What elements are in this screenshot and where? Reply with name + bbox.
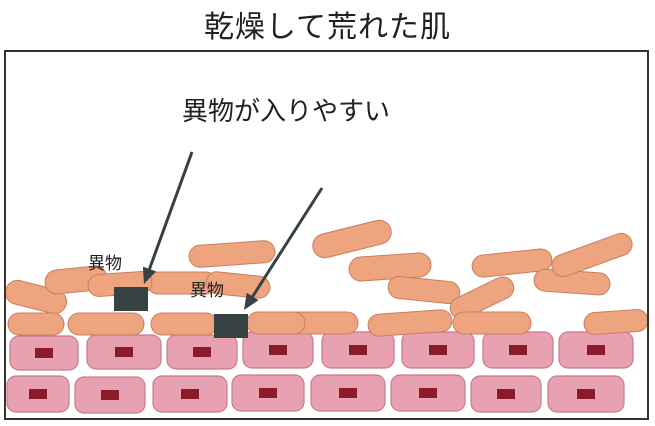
- arrows: [142, 151, 324, 310]
- arrow-2-shaft: [251, 187, 324, 298]
- dead-skin-cell: [348, 252, 432, 282]
- dead-skin-cell: [583, 309, 647, 335]
- cell-nucleus: [193, 347, 211, 357]
- cell-nucleus: [29, 389, 47, 399]
- callout-text: 異物が入りやすい: [182, 97, 390, 127]
- cell-nucleus: [497, 389, 515, 399]
- page-title: 乾燥して荒れた肌: [203, 10, 452, 45]
- arrow-2-head: [244, 292, 259, 310]
- cell-nucleus: [349, 345, 367, 355]
- foreign-body-2: [214, 314, 248, 338]
- foreign-bodies: [114, 287, 248, 338]
- cell-nucleus: [429, 345, 447, 355]
- cell-nucleus: [419, 388, 437, 398]
- foreign-body-label-1: 異物: [88, 254, 122, 274]
- dead-skin-cell: [7, 312, 65, 336]
- cell-nucleus: [35, 348, 53, 358]
- living-cell-layer: [6, 331, 634, 414]
- foreign-body-1: [114, 287, 148, 311]
- cell-nucleus: [115, 347, 133, 357]
- dead-skin-cell: [188, 240, 276, 268]
- dead-skin-cell: [471, 248, 553, 278]
- skin-diagram-frame: 異物が入りやすい 異物 異物: [4, 50, 649, 420]
- cell-nucleus: [101, 390, 119, 400]
- dead-skin-cell: [367, 309, 453, 337]
- dead-skin-cell: [205, 271, 271, 299]
- dead-skin-cell: [150, 312, 218, 336]
- arrow-1-head: [142, 266, 157, 284]
- skin-cross-section-diagram: 異物が入りやすい 異物 異物: [6, 97, 647, 414]
- dead-skin-cell: [449, 276, 515, 320]
- cell-nucleus: [181, 389, 199, 399]
- dead-skin-cell: [67, 312, 145, 336]
- dead-skin-cell: [246, 311, 306, 335]
- foreign-body-label-2: 異物: [190, 281, 224, 301]
- cell-nucleus: [509, 345, 527, 355]
- dead-cell-layer: [6, 219, 647, 337]
- dead-skin-cell: [312, 219, 392, 259]
- cell-nucleus: [269, 345, 287, 355]
- cell-nucleus: [577, 389, 595, 399]
- dead-skin-cell: [387, 275, 461, 305]
- dead-skin-cell: [452, 311, 532, 335]
- cell-nucleus: [587, 345, 605, 355]
- arrow-1-shaft: [148, 151, 194, 270]
- dead-skin-cell: [551, 232, 633, 278]
- cell-nucleus: [339, 388, 357, 398]
- cell-nucleus: [259, 388, 277, 398]
